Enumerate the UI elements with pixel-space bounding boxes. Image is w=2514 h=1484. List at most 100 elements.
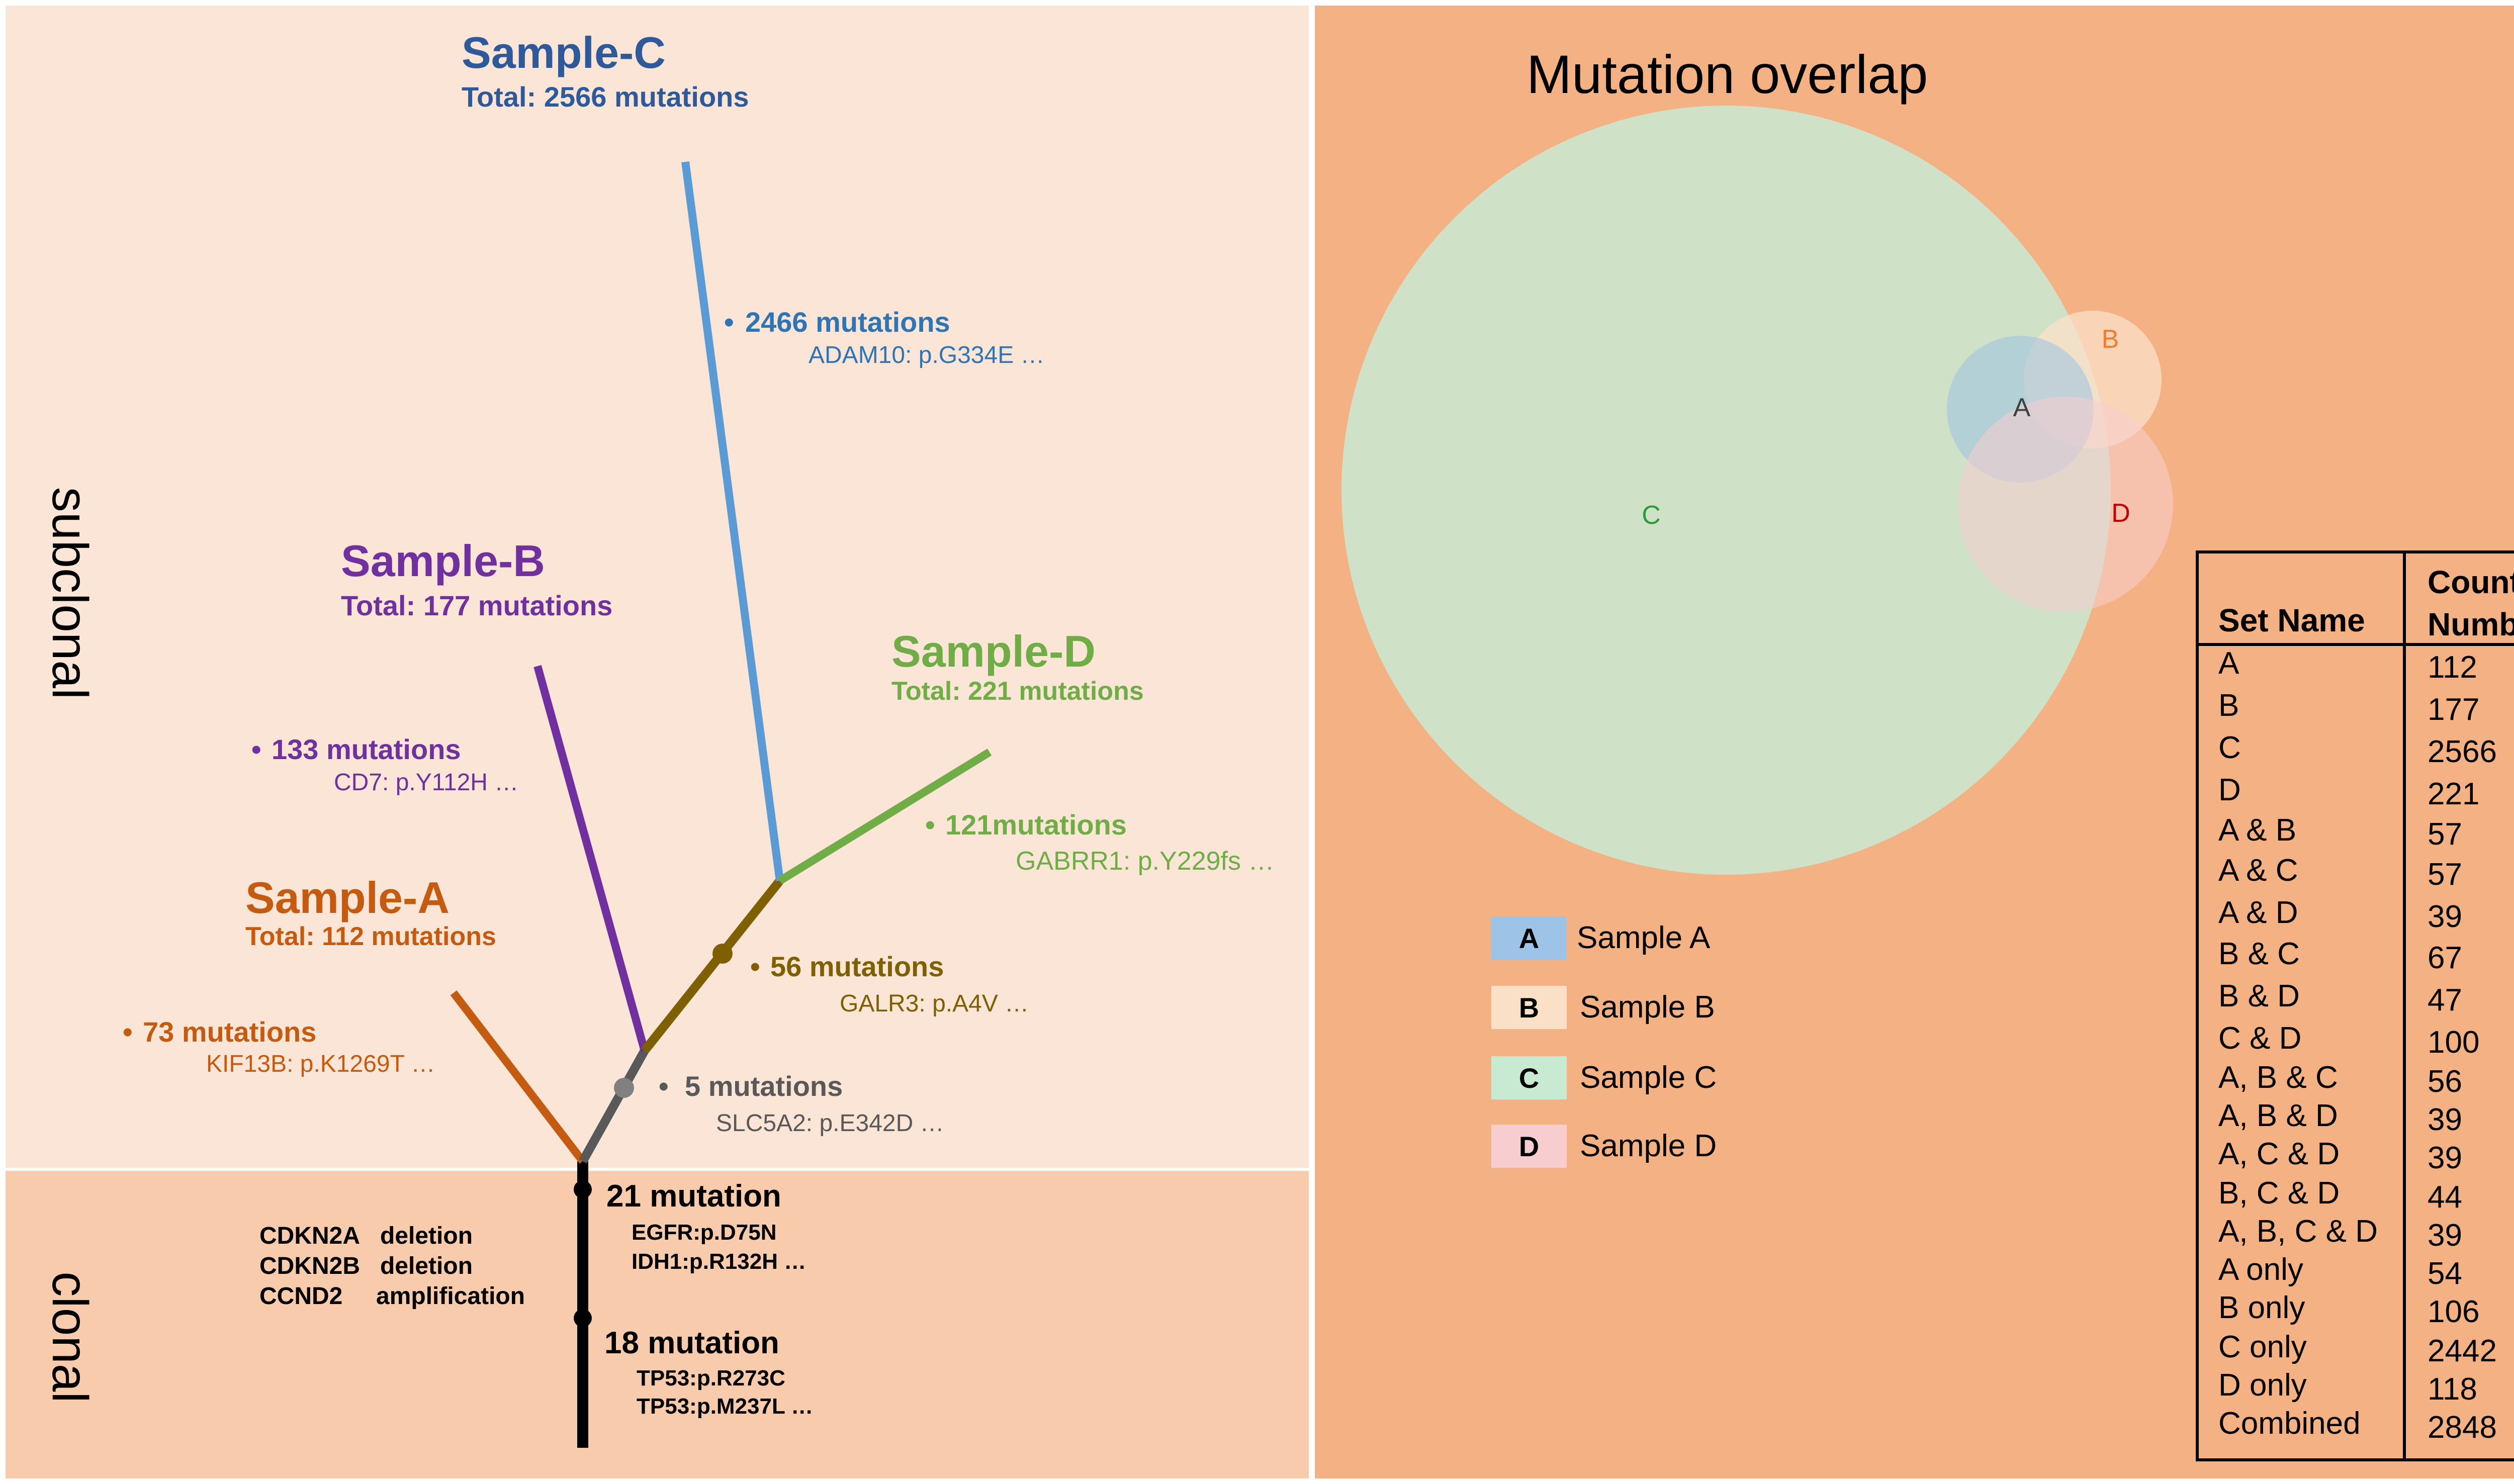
branch-shared-abd <box>579 1048 649 1164</box>
legend-swatch <box>1491 1125 1567 1168</box>
branch-sample-c <box>681 161 784 882</box>
branch-c-annotation: • 2466 mutations ADAM10: p.G334E … <box>724 306 1045 368</box>
table-cell-count: 57 <box>2428 817 2462 852</box>
sample-a-total: Total: 112 mutations <box>245 922 496 951</box>
branch-bd-gene: GALR3: p.A4V … <box>840 990 1029 1017</box>
table-cell-count: 57 <box>2428 857 2462 892</box>
clonal-region <box>3 1168 1312 1481</box>
table-cell-count: 2848 <box>2428 1410 2497 1445</box>
bullet: • <box>659 1070 669 1102</box>
header-set-name: Set Name <box>2218 602 2365 638</box>
table-cell-set: A, B, C & D <box>2218 1214 2378 1249</box>
venn-label-c: C <box>1642 501 1661 530</box>
node-clonal-1 <box>574 1180 592 1198</box>
node-2-count: 18 mutation <box>604 1326 779 1360</box>
branch-b-count: 133 mutations <box>272 733 461 765</box>
event-gene: CCND2 <box>259 1283 342 1310</box>
branch-a-gene: KIF13B: p.K1269T … <box>206 1051 435 1077</box>
table-cell-count: 2566 <box>2428 734 2497 769</box>
legend-label: Sample D <box>1580 1129 1717 1163</box>
clonal-events: CDKN2A deletion CDKN2B deletion CCND2 am… <box>259 1223 525 1310</box>
sample-b-title: Sample-B <box>341 536 545 586</box>
legend-key: A <box>1519 922 1539 954</box>
venn-circle-c <box>1341 106 2111 875</box>
header-count: Count <box>2428 564 2514 600</box>
branch-c-gene: ADAM10: p.G334E … <box>809 342 1045 368</box>
table-cell-count: 39 <box>2428 1102 2462 1137</box>
table-cell-count: 56 <box>2428 1064 2462 1099</box>
table-cell-count: 177 <box>2428 692 2479 727</box>
legend-key: D <box>1519 1131 1539 1162</box>
table-cell-set: C <box>2218 730 2241 765</box>
table-cell-set: B & C <box>2218 937 2300 971</box>
legend-swatch <box>1491 916 1567 960</box>
node-clonal-2 <box>574 1309 592 1327</box>
bullet: • <box>724 306 734 338</box>
clonal-node-2-annotation: 18 mutation TP53:p.R273C TP53:p.M237L … <box>604 1326 813 1419</box>
table-cell-set: B, C & D <box>2218 1176 2340 1211</box>
bullet: • <box>251 733 261 765</box>
branch-sample-d <box>777 749 992 884</box>
sample-b-total: Total: 177 mutations <box>341 590 612 621</box>
venn-label-a: A <box>2013 393 2031 422</box>
sample-c-total: Total: 2566 mutations <box>462 81 749 113</box>
branch-d-count: 121mutations <box>945 809 1127 841</box>
table-cell-count: 39 <box>2428 899 2462 934</box>
table-cell-set: Combined <box>2218 1406 2361 1441</box>
table-cell-set: C only <box>2218 1330 2307 1364</box>
legend-label: Sample A <box>1577 920 1711 955</box>
legend-item-c: C Sample C <box>1491 1056 1717 1099</box>
header-number: Number <box>2428 606 2514 642</box>
legend-label: Sample B <box>1580 990 1715 1025</box>
table-cell-count: 2442 <box>2428 1334 2497 1368</box>
table-cell-set: A only <box>2218 1252 2303 1287</box>
table-cell-count: 44 <box>2428 1180 2462 1215</box>
table-cell-set: B & D <box>2218 979 2300 1013</box>
branch-a-count: 73 mutations <box>143 1016 316 1048</box>
branch-a-annotation: • 73 mutations KIF13B: p.K1269T … <box>123 1016 435 1077</box>
legend-key: B <box>1519 992 1539 1024</box>
branch-abd-annotation: • 5 mutations SLC5A2: p.E342D … <box>659 1070 944 1137</box>
table-cell-count: 118 <box>2428 1372 2477 1407</box>
event-gene: CDKN2B <box>259 1253 360 1279</box>
clonal-node-1-annotation: 21 mutation EGFR:p.D75N IDH1:p.R132H … <box>606 1179 806 1274</box>
branch-sample-a <box>450 990 586 1164</box>
venn-label-d: D <box>2111 499 2130 528</box>
branch-d-annotation: • 121mutations GABRR1: p.Y229fs … <box>925 809 1274 876</box>
table-cell-set: A, B & C <box>2218 1060 2338 1095</box>
node-2-gene: TP53:p.R273C <box>637 1366 785 1390</box>
node-abd <box>614 1078 634 1098</box>
legend-item-a: A Sample A <box>1491 916 1711 960</box>
branch-sample-b <box>533 665 649 1052</box>
sample-d-title: Sample-D <box>891 626 1096 676</box>
table-cell-count: 39 <box>2428 1218 2462 1253</box>
tree-panel: subclonal clonal Sample-C Total: 2566 mu… <box>3 3 1312 1481</box>
subclonal-region <box>3 3 1312 1171</box>
table-border <box>2196 550 2514 1461</box>
node-2-gene: TP53:p.M237L … <box>637 1394 813 1419</box>
count-table: Set Name Count Number A112B177C2566D221A… <box>2196 550 2514 1461</box>
table-cell-count: 67 <box>2428 941 2462 975</box>
event-type: amplification <box>376 1283 525 1310</box>
sample-c-title: Sample-C <box>462 28 666 77</box>
bullet: • <box>123 1016 133 1048</box>
venn-label-b: B <box>2102 325 2119 354</box>
branch-abd-count: 5 mutations <box>685 1070 843 1102</box>
event-type: deletion <box>380 1253 473 1279</box>
node-1-gene: EGFR:p.D75N <box>632 1220 776 1245</box>
branch-b-annotation: • 133 mutations CD7: p.Y112H … <box>251 733 518 796</box>
venn-legend: A Sample A B Sample B C Sample C D Sampl… <box>1491 916 1717 1168</box>
branch-b-gene: CD7: p.Y112H … <box>334 769 518 796</box>
table-cell-count: 47 <box>2428 983 2462 1017</box>
legend-item-d: D Sample D <box>1491 1125 1717 1168</box>
table-cell-set: B only <box>2218 1290 2305 1325</box>
legend-swatch <box>1491 1056 1567 1099</box>
bullet: • <box>925 809 935 841</box>
node-1-count: 21 mutation <box>606 1179 781 1214</box>
table-cell-set: A & B <box>2218 813 2296 848</box>
branch-bd-count: 56 mutations <box>770 951 944 982</box>
table-cell-count: 100 <box>2428 1025 2479 1060</box>
venn-panel: Mutation overlap C B A D A Sample A B Sa… <box>1312 3 2514 1481</box>
sample-a-title: Sample-A <box>245 873 450 922</box>
table-cell-set: A & C <box>2218 853 2298 888</box>
